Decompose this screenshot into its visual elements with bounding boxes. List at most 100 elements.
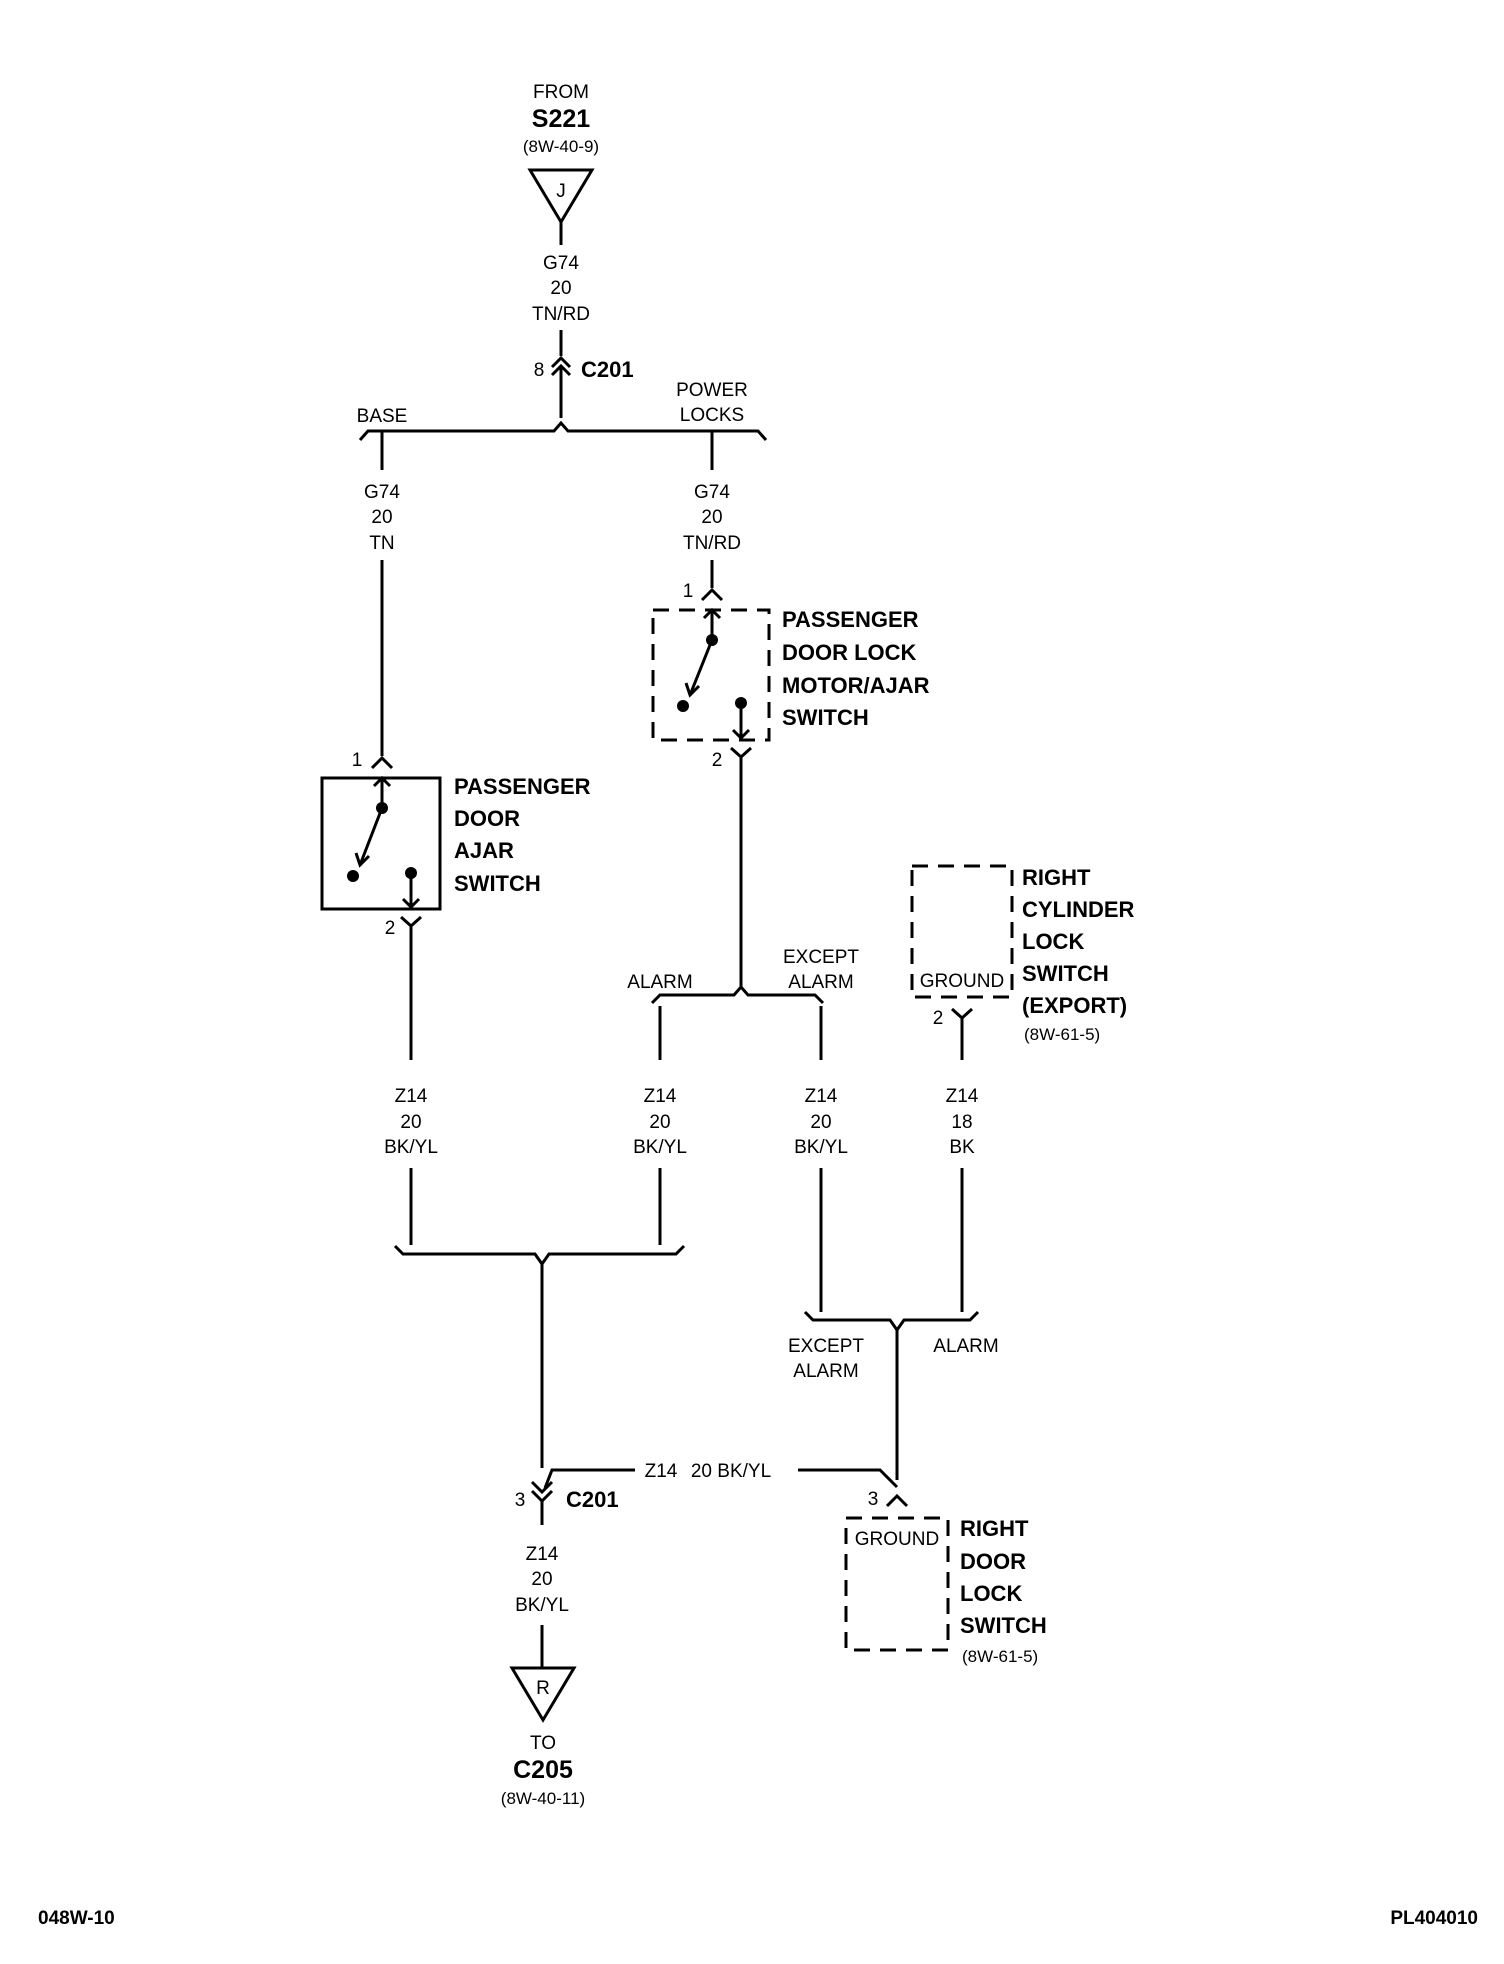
connector-chevron-icon	[729, 746, 753, 760]
wire-gauge: 20	[701, 507, 722, 528]
cylinder-switch-pin: 2	[933, 1008, 944, 1029]
source-triangle-icon	[527, 168, 595, 225]
connector-chevron-icon	[370, 755, 394, 770]
destination-tag-label: R	[536, 1678, 550, 1699]
branch-except-label-1: EXCEPT	[783, 947, 859, 968]
branch-alarm-label: ALARM	[933, 1336, 998, 1357]
branch-except-label-2: ALARM	[793, 1361, 858, 1382]
switch-blade-arrow-icon	[354, 852, 371, 868]
switch-contact-icon	[347, 870, 359, 882]
wire-color: BK/YL	[515, 1595, 569, 1616]
wire-circuit: Z14	[644, 1086, 677, 1107]
cylinder-ref-label: (8W-61-5)	[1024, 1025, 1100, 1044]
wire-g74-tnrd-label: G74 20 TN/RD	[532, 253, 590, 325]
branch-except-label-2: ALARM	[788, 972, 853, 993]
wire-g74-tn-label: G74 20 TN	[364, 482, 400, 554]
branch-bus-top: BASE POWER LOCKS	[357, 380, 768, 441]
door-lock-label-2: DOOR	[960, 1549, 1026, 1574]
from-label: FROM	[533, 82, 589, 103]
connector-c205-label: C205	[513, 1756, 573, 1784]
motor-switch-label-1: PASSENGER	[782, 607, 919, 632]
cylinder-label-1: RIGHT	[1022, 865, 1091, 890]
wire-circuit: G74	[694, 482, 730, 503]
ajar-switch-label-4: SWITCH	[454, 871, 541, 896]
wire-g74-tnrd-2-label: G74 20 TN/RD	[683, 482, 741, 554]
wire-color: BK/YL	[794, 1137, 848, 1158]
branch-except-label-1: EXCEPT	[788, 1336, 864, 1357]
arrow-up-icon	[372, 775, 392, 788]
z14-wire-label-4: Z14 18 BK	[946, 1086, 979, 1158]
destination-c205: R TO C205 (8W-40-11)	[501, 1666, 585, 1808]
ajar-switch-label-1: PASSENGER	[454, 774, 591, 799]
ajar-switch-pin-in: 1	[352, 750, 363, 771]
wire-circuit: Z14	[805, 1086, 838, 1107]
wire-circuit: Z14	[946, 1086, 979, 1107]
door-lock-label-1: RIGHT	[960, 1516, 1029, 1541]
wire-color: TN/RD	[683, 533, 741, 554]
wire-gauge: 20	[400, 1112, 421, 1133]
door-lock-ref-label: (8W-61-5)	[962, 1647, 1038, 1666]
wire-color: TN	[369, 533, 394, 554]
wire-gauge: 20	[371, 507, 392, 528]
wire-gauge: 20	[531, 1569, 552, 1590]
splice-bus-left	[393, 1244, 686, 1267]
wire-gauge: 20	[649, 1112, 670, 1133]
door-lock-ground-label: GROUND	[855, 1529, 939, 1550]
to-label: TO	[530, 1733, 556, 1754]
arrow-down-icon	[401, 897, 421, 910]
branch-bus-line	[650, 984, 825, 1005]
cylinder-lock-switch: GROUND 2 RIGHT CYLINDER LOCK SWITCH (EXP…	[910, 864, 1135, 1044]
cylinder-label-5: (EXPORT)	[1022, 993, 1127, 1018]
motor-switch-label-2: DOOR LOCK	[782, 640, 917, 665]
motor-switch-label-3: MOTOR/AJAR	[782, 673, 930, 698]
connector-chevron-icon	[700, 587, 724, 602]
branch-base-label: BASE	[357, 406, 408, 427]
cylinder-label-3: LOCK	[1022, 929, 1084, 954]
door-lock-label-3: LOCK	[960, 1581, 1022, 1606]
wire-color: BK/YL	[384, 1137, 438, 1158]
motor-switch-pin-in: 1	[683, 581, 694, 602]
footer-page-id: 048W-10	[38, 1908, 115, 1929]
motor-switch-label-4: SWITCH	[782, 705, 869, 730]
branch-bus-mid: ALARM EXCEPT ALARM	[627, 947, 859, 1005]
ajar-switch-pin-out: 2	[385, 918, 396, 939]
c201-top-pin: 8	[534, 360, 545, 381]
door-lock-label-4: SWITCH	[960, 1613, 1047, 1638]
connector-chevron-icon	[530, 1480, 554, 1495]
connector-chevron-icon	[950, 1007, 974, 1021]
wire-color: BK/YL	[633, 1137, 687, 1158]
wire-gauge: 18	[951, 1112, 972, 1133]
c201-bottom-name: C201	[566, 1487, 619, 1512]
ajar-switch-label-3: AJAR	[454, 838, 514, 863]
connector-c201-bottom: 3 C201	[515, 1480, 619, 1512]
cylinder-label-2: CYLINDER	[1022, 897, 1135, 922]
wire-z14-bottom-label: Z14 20 BK/YL	[515, 1544, 569, 1616]
door-lock-switch: 3 GROUND RIGHT DOOR LOCK SWITCH (8W-61-5…	[844, 1489, 1047, 1666]
wire-circuit: Z14	[395, 1086, 428, 1107]
z14-wire-label-1: Z14 20 BK/YL	[384, 1086, 438, 1158]
ajar-switch-label-2: DOOR	[454, 806, 520, 831]
wire-gauge: 20	[550, 278, 571, 299]
branch-power-locks-label-2: LOCKS	[680, 405, 744, 426]
arrow-down-icon	[731, 728, 751, 741]
branch-power-locks-label-1: POWER	[676, 380, 748, 401]
wire-segment	[798, 1468, 899, 1489]
z14-horizontal-wire: Z14 20 BK/YL	[543, 1461, 899, 1489]
cylinder-ground-label: GROUND	[920, 971, 1004, 992]
source-tag-label: J	[556, 181, 566, 202]
splice-s221-label: S221	[532, 105, 590, 133]
switch-blade-arrow-icon	[684, 682, 701, 698]
cylinder-switch-box	[910, 864, 1014, 999]
source-s221: FROM S221 (8W-40-9) J	[523, 82, 599, 225]
door-lock-pin: 3	[868, 1489, 879, 1510]
c201-top-name: C201	[581, 357, 634, 382]
door-lock-switch-box	[844, 1516, 950, 1652]
switch-contact-icon	[677, 700, 689, 712]
wire-circuit: G74	[543, 253, 579, 274]
wire-gauge: 20	[810, 1112, 831, 1133]
switch-blade-icon	[358, 807, 384, 866]
source-ref-label: (8W-40-9)	[523, 137, 599, 156]
destination-ref-label: (8W-40-11)	[501, 1789, 585, 1808]
wire-circuit: Z14	[526, 1544, 559, 1565]
